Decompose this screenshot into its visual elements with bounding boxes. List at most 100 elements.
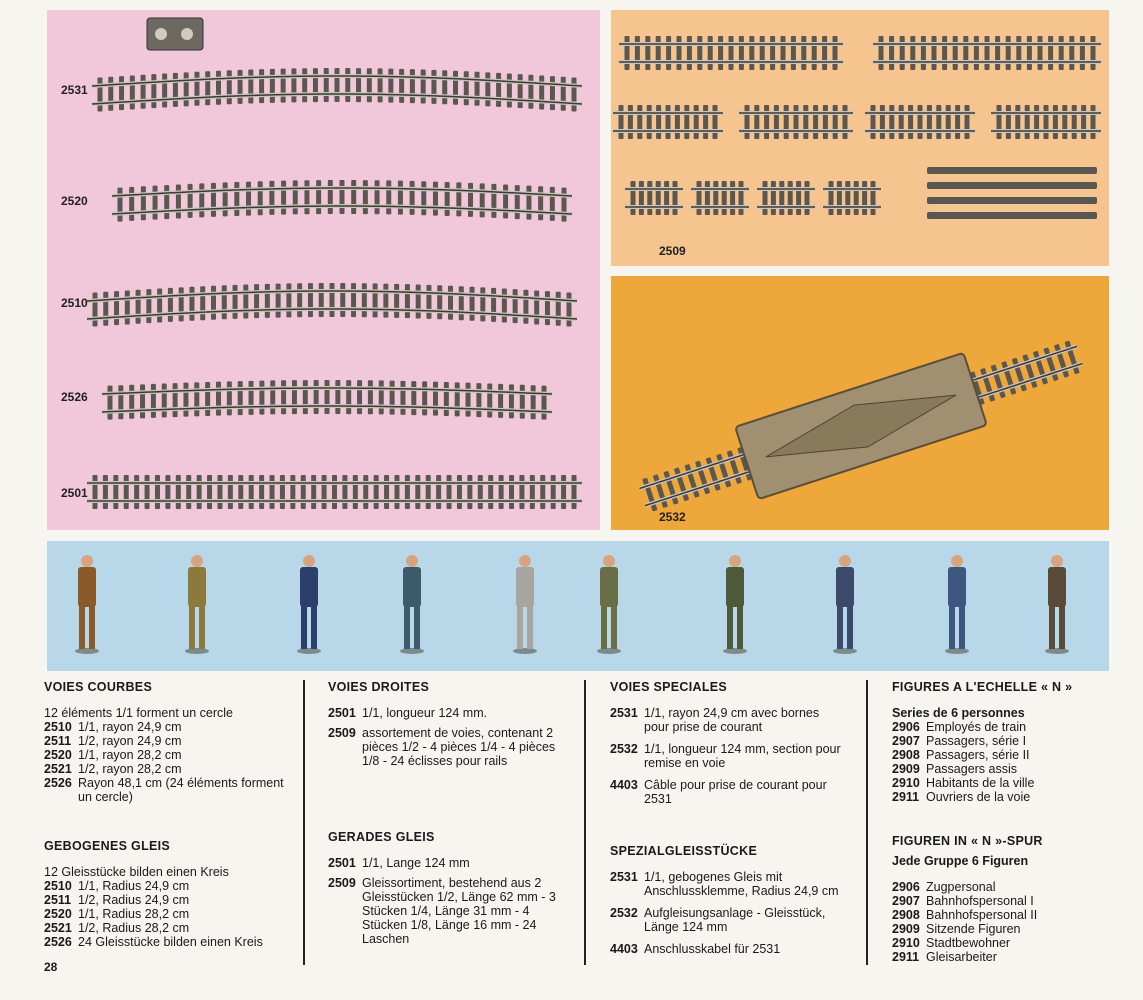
item-number: 2907: [892, 894, 920, 908]
label-2510: 2510: [61, 296, 88, 310]
curved-track-illustration: [86, 17, 583, 509]
item-description: Rayon 48,1 cm (24 éléments forment un ce…: [78, 776, 284, 804]
item-description: 1/2, Radius 24,9 cm: [78, 893, 190, 907]
label-2501: 2501: [61, 486, 88, 500]
list-gebogenes: 2510 1/1, Radius 24,9 cm 2511 1/2, Radius 2…: [44, 879, 284, 949]
intro-courbes: 12 éléments 1/1 forment un cercle: [44, 706, 233, 720]
item-number: 2521: [44, 921, 72, 935]
item-description: 1/1, Lange 124 mm: [362, 856, 470, 870]
item-number: 2908: [892, 908, 920, 922]
item-description: Ouvriers de la voie: [926, 790, 1031, 804]
heading-voies-courbes: VOIES COURBES: [44, 680, 153, 694]
track-2520: [111, 180, 573, 222]
item-description: 1/1, longueur 124 mm, section pour remis…: [644, 742, 841, 770]
list-item: 2510 1/1, Radius 24,9 cm: [44, 879, 284, 893]
item-description: 1/1, Radius 24,9 cm: [78, 879, 190, 893]
figure: [185, 555, 209, 654]
track-quarter: [991, 105, 1101, 139]
item-number: 2511: [44, 734, 72, 748]
list-item: 2511 1/2, rayon 24,9 cm: [44, 734, 284, 748]
item-number: 2909: [892, 922, 920, 936]
item-description: 1/1, gebogenes Gleis mit Anschlussklemme…: [644, 870, 839, 898]
label-2526: 2526: [61, 390, 88, 404]
item-number: 2907: [892, 734, 920, 748]
rerailer-track-illustration: [638, 340, 1084, 512]
curved-track-panel: 2531 2520 2510 2526 2501: [47, 10, 600, 530]
column-figures: FIGURES A L'ECHELLE « N » Series de 6 pe…: [892, 680, 1112, 964]
item-number: 2521: [44, 762, 72, 776]
label-2532: 2532: [659, 510, 686, 524]
heading-gerades-gleis: GERADES GLEIS: [328, 830, 435, 844]
item-description: Gleisarbeiter: [926, 950, 997, 964]
list-item: 2908 Bahnhofspersonal II: [892, 908, 1112, 922]
item-description: 1/2, rayon 24,9 cm: [78, 734, 182, 748]
item-number: 4403: [610, 778, 638, 792]
sub-figures: Series de 6 personnes: [892, 706, 1025, 720]
track-2531: [91, 68, 583, 112]
figure: [833, 555, 857, 654]
item-description: Gleissortiment, bestehend aus 2 Gleisstü…: [362, 876, 556, 946]
item-description: Bahnhofspersonal II: [926, 908, 1038, 922]
track-eighth: [823, 181, 881, 215]
item-number: 2510: [44, 720, 72, 734]
item-description: Câble pour prise de courant pour 2531: [644, 778, 827, 806]
list-item: 2501 1/1, Lange 124 mm: [328, 856, 564, 870]
item-number: 2509: [328, 876, 356, 890]
item-number: 2531: [610, 870, 638, 884]
heading-voies-speciales: VOIES SPECIALES: [610, 680, 728, 694]
figure: [723, 555, 747, 654]
terminal-clip: [146, 17, 204, 51]
item-description: Employés de train: [926, 720, 1027, 734]
figure: [297, 555, 321, 654]
figures-illustration: [75, 555, 1069, 654]
list-item: 2521 1/2, Radius 28,2 cm: [44, 921, 284, 935]
item-number: 2908: [892, 748, 920, 762]
figures-panel: [47, 541, 1109, 671]
item-number: 2511: [44, 893, 72, 907]
screw-icon: [181, 28, 193, 40]
item-description: Bahnhofspersonal I: [926, 894, 1034, 908]
item-number: 2911: [892, 950, 920, 964]
track-2510: [86, 283, 578, 327]
item-number: 2510: [44, 879, 72, 893]
item-description: 24 Gleisstücke bilden einen Kreis: [78, 935, 263, 949]
item-description: 1/1, rayon 28,2 cm: [78, 748, 182, 762]
item-description: Passagers, série II: [926, 748, 1030, 762]
item-description: 1/2, Radius 28,2 cm: [78, 921, 190, 935]
item-number: 2531: [610, 706, 638, 720]
item-number: 2501: [328, 856, 356, 870]
track-2526: [101, 380, 553, 420]
list-item: 2511 1/2, Radius 24,9 cm: [44, 893, 284, 907]
item-number: 2532: [610, 742, 638, 756]
list-item: 2911 Ouvriers de la voie: [892, 790, 1112, 804]
figure: [1045, 555, 1069, 654]
item-number: 2906: [892, 720, 920, 734]
item-number: 2501: [328, 706, 356, 720]
straight-track-illustration: [613, 36, 1101, 219]
heading-figures: FIGURES A L'ECHELLE « N »: [892, 680, 1073, 694]
track-eighth: [691, 181, 749, 215]
list-item: 4403 Câble pour prise de courant pour 253…: [610, 778, 846, 806]
figure: [400, 555, 424, 654]
item-number: 2509: [328, 726, 356, 740]
track-half: [873, 36, 1101, 70]
heading-gebogenes-gleis: GEBOGENES GLEIS: [44, 839, 171, 853]
track-quarter: [613, 105, 723, 139]
item-number: 2911: [892, 790, 920, 804]
track-eighth: [757, 181, 815, 215]
